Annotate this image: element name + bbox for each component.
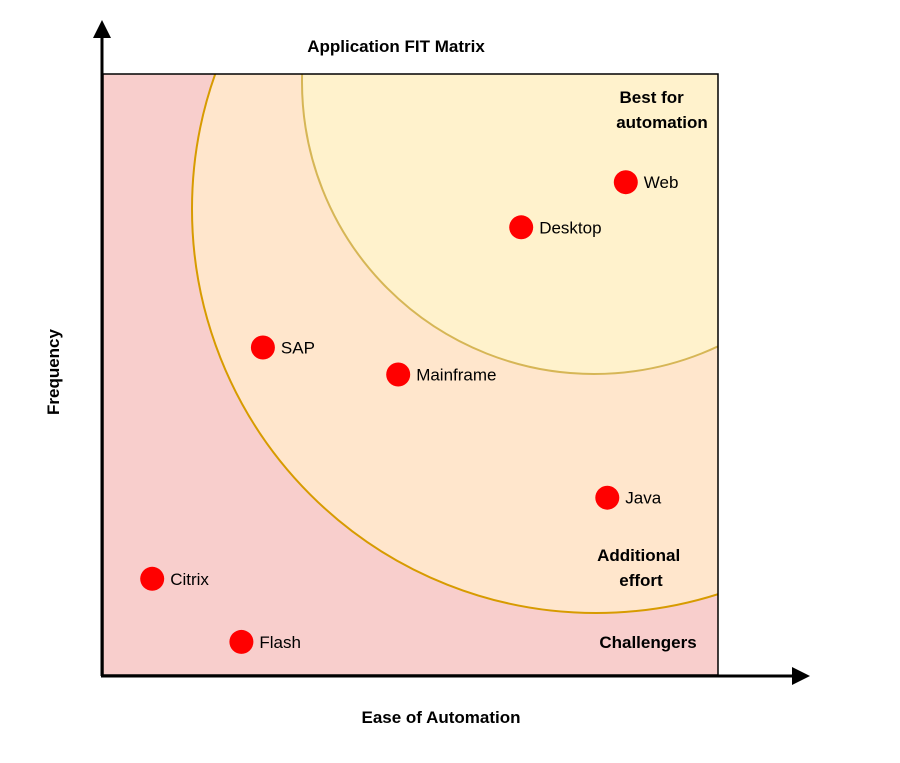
point-java [595,485,620,510]
point-flash [229,629,254,654]
point-label-flash: Flash [259,633,301,652]
y-axis-label: Frequency [44,328,63,415]
y-axis-arrow [93,20,111,38]
point-label-java: Java [625,489,661,508]
point-label-mainframe: Mainframe [416,366,496,385]
zone-label-additional-effort: Additional effort [597,546,685,590]
point-citrix [140,566,165,591]
point-web [613,170,638,195]
chart-title: Application FIT Matrix [307,37,485,56]
zone-label-challengers: Challengers [599,633,696,652]
point-sap [250,335,275,360]
point-mainframe [386,362,411,387]
point-label-desktop: Desktop [539,218,601,237]
x-axis-arrow [792,667,810,685]
point-label-sap: SAP [281,339,315,358]
point-label-web: Web [644,173,679,192]
point-label-citrix: Citrix [170,570,209,589]
point-desktop [509,215,534,240]
x-axis-label: Ease of Automation [362,708,521,727]
zone-label-best-for-automation: Best for automation [616,88,708,132]
